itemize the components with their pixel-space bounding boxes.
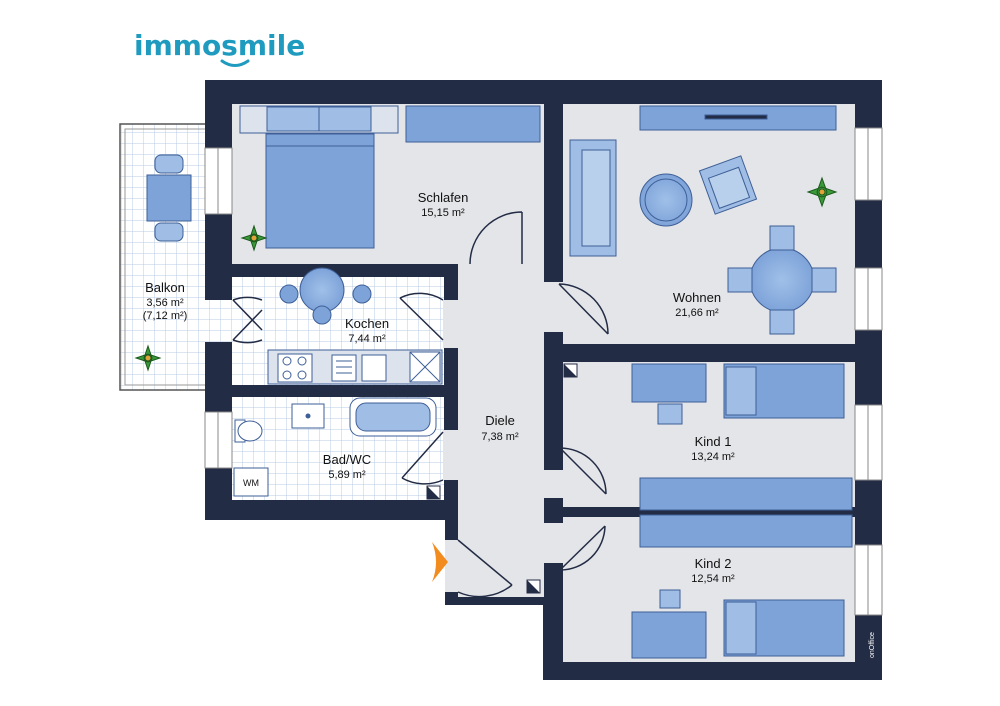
schlafen-furniture: [239, 105, 541, 249]
windows: [204, 127, 883, 616]
room-name-bad: Bad/WC: [323, 452, 371, 467]
door-gap-balkon: [204, 300, 233, 342]
balkon-furniture: [146, 154, 192, 242]
door-gap-kind1: [543, 470, 564, 498]
wohnen-furniture: [569, 105, 837, 335]
room-name-balkon: Balkon: [145, 280, 185, 295]
kind1-furniture: [631, 363, 853, 511]
logo-text: immosmile: [134, 29, 305, 62]
washing-machine-label: WM: [243, 478, 259, 488]
room-area-schlafen: 15,15 m²: [421, 207, 465, 219]
room-name-schlafen: Schlafen: [418, 190, 469, 205]
room-name-diele: Diele: [485, 413, 515, 428]
door-gap-kind2: [543, 523, 564, 563]
room-name-wohnen: Wohnen: [673, 290, 721, 305]
bad-furniture: WM: [233, 397, 437, 497]
room-name-kochen: Kochen: [345, 316, 389, 331]
room-area-bad: 5,89 m²: [328, 469, 366, 481]
credit-text: onOffice: [869, 632, 876, 658]
room-area-kochen: 7,44 m²: [348, 333, 386, 345]
room-area-wohnen: 21,66 m²: [675, 307, 719, 319]
room-area-kind2: 12,54 m²: [691, 573, 735, 585]
notch-entry: [445, 605, 543, 690]
notch-left-bottom: [200, 520, 445, 685]
room-area-kind1: 13,24 m²: [691, 451, 735, 463]
kochen-furniture: [267, 267, 443, 385]
room-area-balkon: 3,56 m²: [146, 297, 184, 309]
door-arcs: [232, 211, 609, 598]
door-gap-bad: [443, 430, 459, 480]
floor-diele: [458, 277, 544, 597]
floor-diele-top: [458, 264, 544, 278]
door-gap-wohnen: [543, 282, 564, 332]
room-name-kind2: Kind 2: [695, 556, 732, 571]
room-area-full-balkon: (7,12 m²): [143, 310, 188, 322]
entrance-arrow-icon: [432, 542, 448, 582]
room-area-diele: 7,38 m²: [481, 431, 519, 443]
plant-icon: [134, 176, 838, 372]
kind2-furniture: [631, 514, 853, 659]
room-labels: Schlafen 15,15 m² Wohnen 21,66 m² Balkon…: [143, 190, 735, 585]
door-gap-kochen: [443, 300, 459, 348]
door-gap-entry: [445, 540, 459, 592]
logo: immosmile: [134, 29, 305, 67]
corner-markers: [426, 363, 578, 594]
room-name-kind1: Kind 1: [695, 434, 732, 449]
